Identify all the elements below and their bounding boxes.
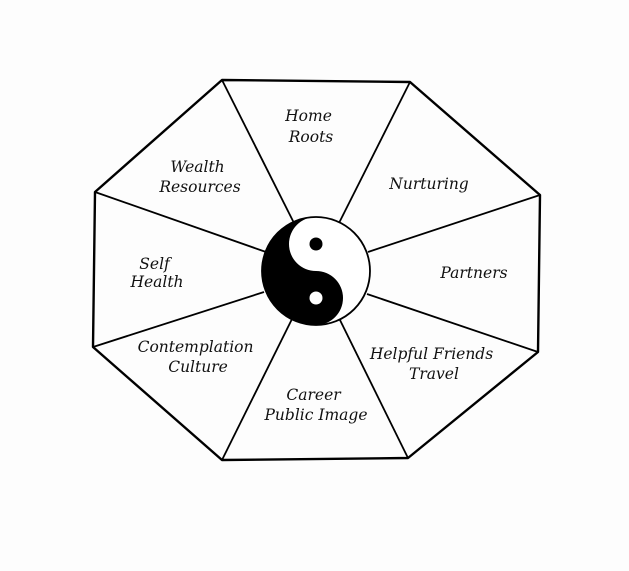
sector-label-upper-right: Nurturing — [388, 175, 469, 193]
divider-line — [221, 316, 294, 461]
divider-line — [366, 293, 539, 353]
sector-label-lower-left: Contemplation Culture — [138, 338, 259, 376]
yin-yang-icon — [261, 216, 371, 326]
sector-label-top: Home Roots — [284, 107, 337, 146]
sector-label-left: Self Health — [129, 255, 183, 291]
sector-label-upper-left: Wealth Resources — [158, 158, 240, 196]
divider-line — [221, 79, 296, 226]
sector-labels: Home Roots Nurturing Partners Helpful Fr… — [129, 107, 507, 424]
divider-line — [367, 194, 541, 253]
divider-line — [337, 81, 411, 226]
divider-line — [337, 315, 409, 459]
divider-line — [94, 191, 267, 253]
sector-dividers — [92, 79, 541, 461]
sector-label-right: Partners — [439, 264, 507, 282]
sector-label-lower-right: Helpful Friends Travel — [369, 345, 498, 383]
divider-line — [92, 291, 265, 348]
sector-label-bottom: Career Public Image — [263, 386, 367, 424]
